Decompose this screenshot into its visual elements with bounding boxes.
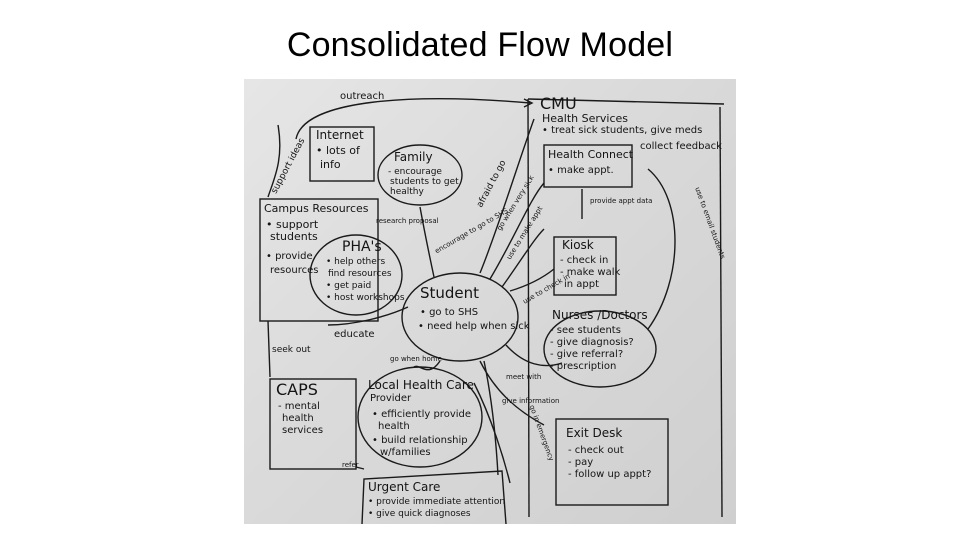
- exit-desk-item3: - follow up appt?: [568, 469, 652, 480]
- slide-title: Consolidated Flow Model: [286, 26, 674, 64]
- nurses-item3: - give referral?: [550, 349, 624, 360]
- phas-item2: find resources: [328, 269, 392, 279]
- campus-resources-item1: • support: [266, 218, 319, 231]
- label-refer: refer: [342, 461, 359, 469]
- kiosk-item2: - make walk: [560, 267, 621, 278]
- label-meet-with: meet with: [506, 373, 542, 381]
- caps-item2: health: [282, 413, 314, 424]
- flow-model-photo: CMU Health Services • treat sick student…: [244, 79, 736, 524]
- label-give-information: give information: [502, 397, 560, 405]
- label-provide-appt-data: provide appt data: [590, 197, 653, 205]
- caps-item1: - mental: [278, 401, 320, 412]
- exit-desk-item2: - pay: [568, 457, 594, 468]
- local-hcp-title: Local Health Care: [368, 378, 474, 392]
- label-seek-out: seek out: [272, 345, 311, 355]
- label-research-proposal: research proposal: [376, 217, 439, 225]
- campus-resources-item3: • provide: [266, 251, 313, 262]
- nurses-item1: - see students: [550, 325, 621, 336]
- cmu-subtitle: Health Services: [542, 112, 629, 125]
- label-go-when-home: go when home: [390, 355, 442, 363]
- local-hcp-item1: • efficiently provide: [372, 409, 472, 420]
- local-hcp-subtitle: Provider: [370, 393, 412, 404]
- collect-feedback-label: collect feedback: [640, 141, 722, 152]
- exit-desk-title: Exit Desk: [566, 426, 623, 440]
- internet-item1: • lots of: [316, 144, 360, 157]
- nurses-item2: - give diagnosis?: [550, 337, 634, 348]
- kiosk-item1: - check in: [560, 255, 609, 266]
- student-item1: • go to SHS: [420, 307, 479, 318]
- kiosk-item3: in appt: [564, 279, 600, 290]
- local-hcp-item3: • build relationship: [372, 435, 468, 446]
- family-item1: - encourage: [388, 167, 442, 177]
- family-item2: students to get: [390, 177, 459, 187]
- internet-title: Internet: [316, 128, 364, 142]
- exit-desk-item1: - check out: [568, 445, 624, 456]
- student-item2: • need help when sick: [418, 321, 530, 332]
- caps-title: CAPS: [276, 380, 318, 399]
- urgent-care-title: Urgent Care: [368, 480, 441, 494]
- campus-resources-title: Campus Resources: [264, 202, 369, 215]
- cmu-title: CMU: [540, 94, 577, 113]
- family-item3: healthy: [390, 187, 424, 197]
- urgent-care-item2: • give quick diagnoses: [368, 509, 471, 519]
- health-connect-item: • make appt.: [548, 165, 614, 176]
- campus-resources-item2: students: [270, 230, 318, 243]
- internet-item2: info: [320, 158, 341, 171]
- local-hcp-item4: w/families: [380, 447, 431, 458]
- health-connect-title: Health Connect: [548, 148, 634, 161]
- phas-item3: • get paid: [326, 281, 372, 291]
- local-hcp-item2: health: [378, 421, 410, 432]
- phas-title: PHA's: [342, 239, 382, 255]
- phas-item1: • help others: [326, 257, 386, 267]
- label-outreach: outreach: [340, 91, 385, 102]
- caps-item3: services: [282, 425, 324, 436]
- campus-resources-item4: resources: [270, 265, 319, 276]
- family-title: Family: [394, 150, 433, 164]
- phas-item4: • host workshops: [326, 293, 405, 303]
- cmu-note: • treat sick students, give meds: [542, 125, 703, 136]
- student-title: Student: [420, 284, 480, 302]
- label-educate: educate: [334, 329, 375, 340]
- nurses-title: Nurses /Doctors: [552, 308, 648, 322]
- kiosk-title: Kiosk: [562, 238, 594, 252]
- diagram-strokes: [259, 98, 725, 524]
- urgent-care-item1: • provide immediate attention: [368, 497, 506, 507]
- nurses-item4: - prescription: [550, 361, 617, 372]
